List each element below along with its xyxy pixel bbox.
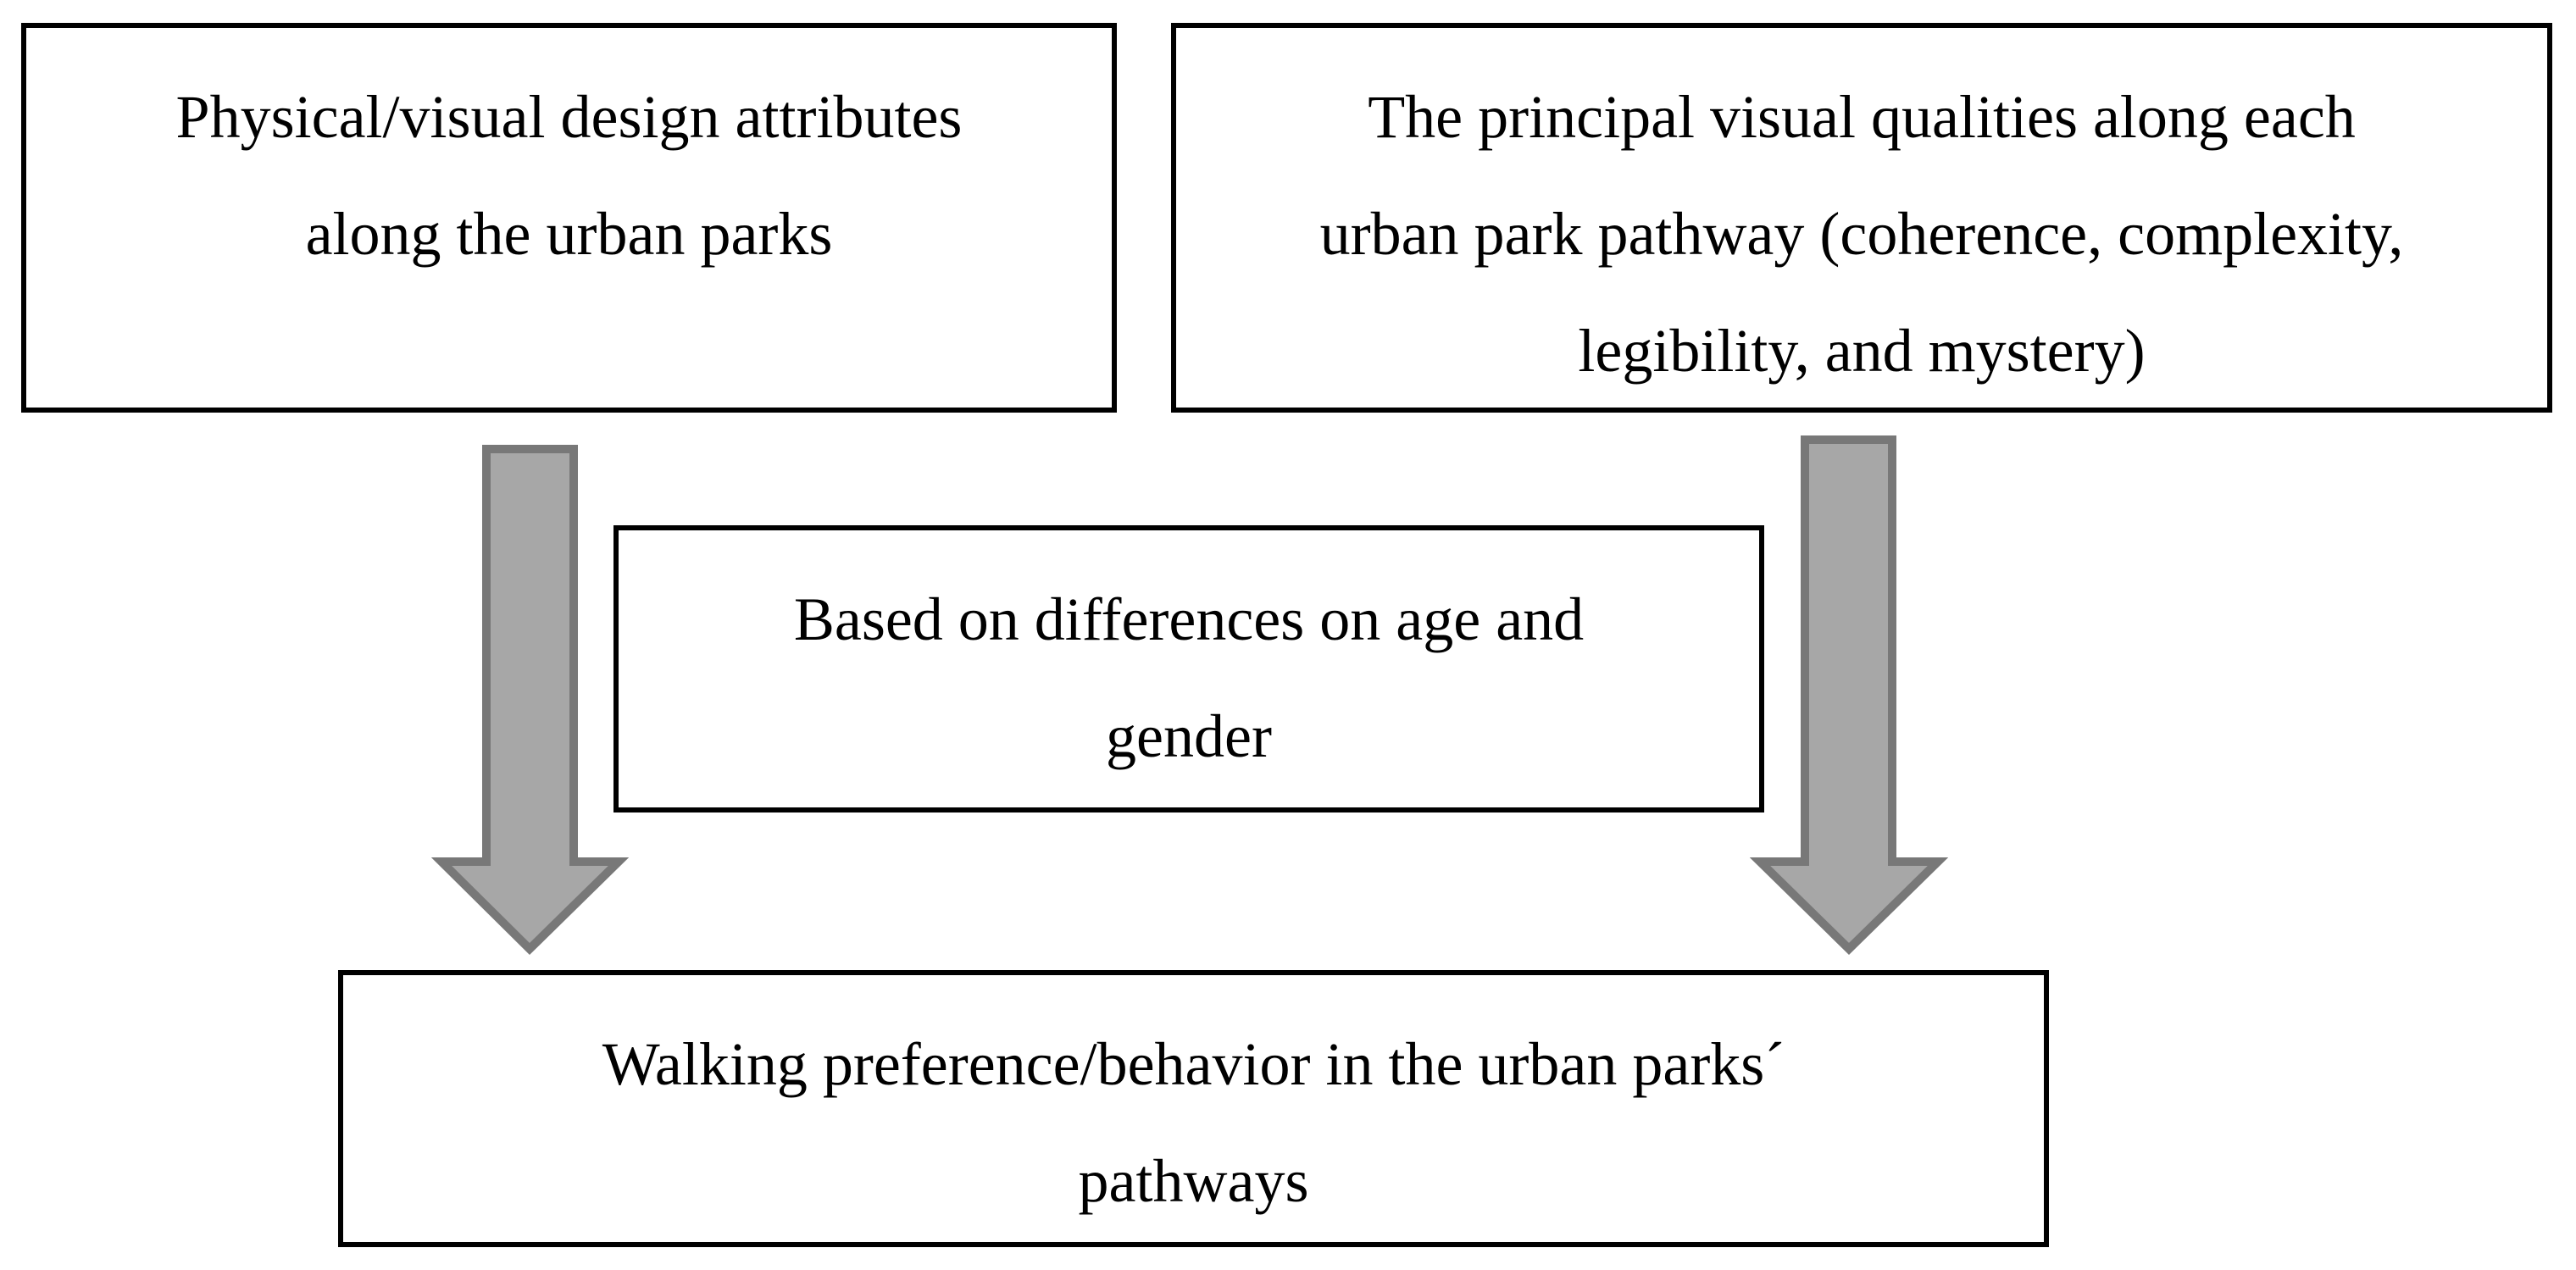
box-principal-visual-qualities-line-3: legibility, and mystery) xyxy=(1578,317,2146,385)
box-age-gender-differences: Based on differences on age and gender xyxy=(613,525,1764,812)
box-walking-preference-behavior-line-1: Walking preference/behavior in the urban… xyxy=(602,1030,1785,1098)
box-principal-visual-qualities: The principal visual qualities along eac… xyxy=(1171,23,2552,413)
box-age-gender-differences-line-1: Based on differences on age and xyxy=(793,585,1585,653)
box-walking-preference-behavior: Walking preference/behavior in the urban… xyxy=(338,970,2049,1247)
down-arrow-right-icon xyxy=(1749,435,1949,956)
down-arrow-left-icon xyxy=(430,445,630,956)
box-physical-design-attributes: Physical/visual design attributes along … xyxy=(21,23,1117,413)
box-walking-preference-behavior-line-2: pathways xyxy=(1078,1147,1309,1215)
box-principal-visual-qualities-line-1: The principal visual qualities along eac… xyxy=(1368,83,2356,151)
box-physical-design-attributes-line-1: Physical/visual design attributes xyxy=(175,83,963,151)
box-principal-visual-qualities-line-2: urban park pathway (coherence, complexit… xyxy=(1319,200,2404,268)
box-physical-design-attributes-line-2: along the urban parks xyxy=(305,200,833,268)
box-age-gender-differences-line-2: gender xyxy=(1106,702,1272,770)
